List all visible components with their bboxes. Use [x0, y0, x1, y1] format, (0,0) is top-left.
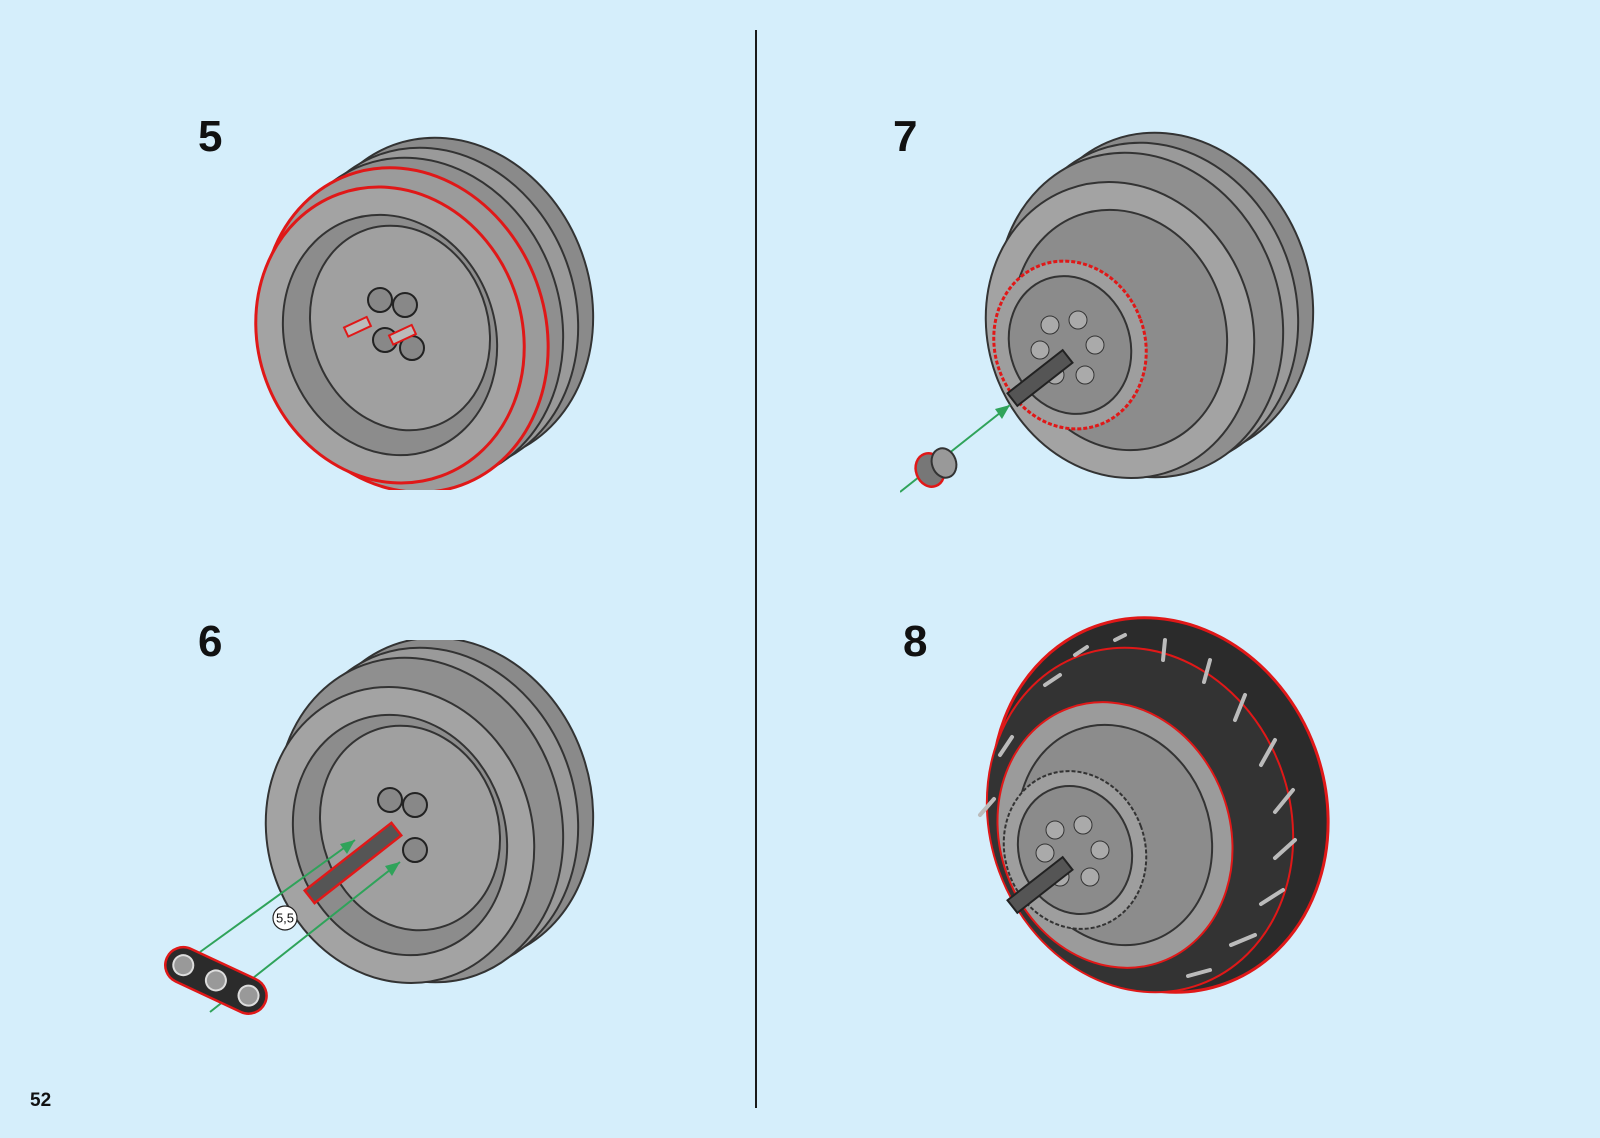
step-8-complete-wheel-illustration	[955, 615, 1355, 1015]
page-number: 52	[30, 1090, 51, 1112]
axle-length-callout: 5,5	[276, 911, 294, 926]
step-5-wheel-rim-illustration	[250, 130, 610, 490]
step-8-number: 8	[903, 620, 927, 664]
step-7-wheel-gear-illustration	[900, 130, 1320, 510]
step-6-wheel-rim-illustration: 5,5	[150, 640, 610, 1040]
step-5-number: 5	[198, 115, 222, 159]
column-divider	[755, 30, 757, 1108]
